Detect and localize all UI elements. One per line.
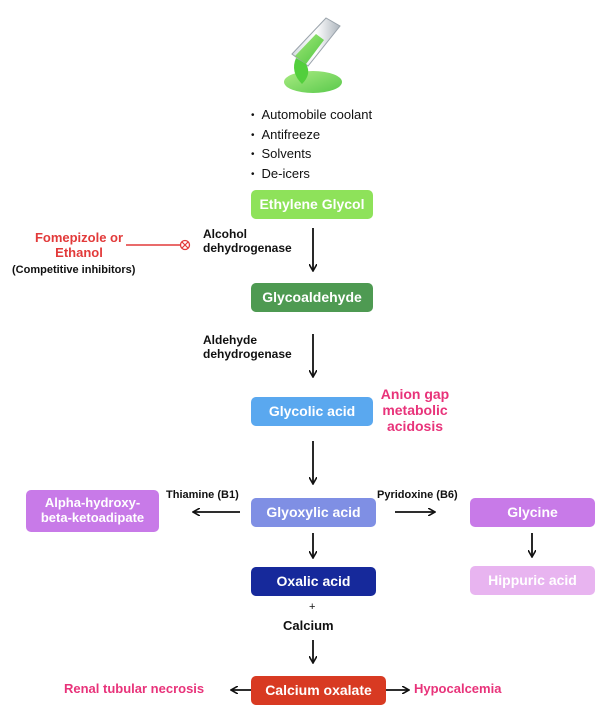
node-glycoaldehyde: Glycoaldehyde bbox=[251, 283, 373, 312]
node-oxalic-acid: Oxalic acid bbox=[251, 567, 376, 596]
ethylene-glycol-sources-list: Automobile coolant Antifreeze Solvents D… bbox=[251, 106, 373, 185]
node-hippuric-acid: Hippuric acid bbox=[470, 566, 595, 595]
effect-renal-tubular-necrosis: Renal tubular necrosis bbox=[64, 681, 205, 696]
effect-hypocalcemia: Hypocalcemia bbox=[414, 681, 502, 696]
node-alpha-hydroxy-beta-ketoadipate: Alpha-hydroxy-beta-ketoadipate bbox=[26, 490, 159, 532]
node-glycolic-acid: Glycolic acid bbox=[251, 397, 373, 426]
plus-sign: + bbox=[309, 601, 316, 613]
enzyme-alcohol-dehydrogenase: Alcohol dehydrogenase bbox=[203, 227, 292, 255]
ethylene-glycol-bottle-image bbox=[282, 14, 344, 96]
cofactor-thiamine: Thiamine (B1) bbox=[166, 489, 239, 501]
source-item: Solvents bbox=[251, 145, 372, 165]
cofactor-pyridoxine: Pyridoxine (B6) bbox=[377, 489, 458, 501]
inhibitor-name: Fomepizole or Ethanol bbox=[34, 230, 124, 260]
effect-anion-gap-metabolic-acidosis: Anion gap metabolic acidosis bbox=[380, 386, 450, 435]
node-calcium-oxalate: Calcium oxalate bbox=[251, 676, 386, 705]
source-item: De-icers bbox=[251, 165, 372, 185]
node-ethylene-glycol: Ethylene Glycol bbox=[251, 190, 373, 219]
source-item: Automobile coolant bbox=[251, 106, 373, 126]
calcium-label: Calcium bbox=[283, 618, 334, 633]
inhibition-icon bbox=[179, 239, 191, 251]
node-glycine: Glycine bbox=[470, 498, 595, 527]
node-glyoxylic-acid: Glyoxylic acid bbox=[251, 498, 376, 527]
inhibitor-note: (Competitive inhibitors) bbox=[12, 264, 136, 276]
enzyme-aldehyde-dehydrogenase: Aldehyde dehydrogenase bbox=[203, 333, 292, 361]
source-item: Antifreeze bbox=[251, 126, 372, 146]
